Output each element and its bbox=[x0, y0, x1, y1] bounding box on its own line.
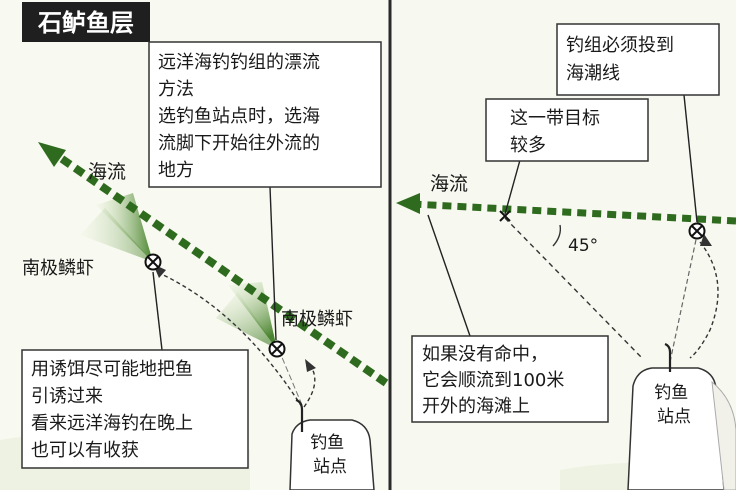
right-callout-top-text: 钓组必须投到 海潮线 bbox=[566, 35, 680, 84]
left-current-label: 海流 bbox=[88, 161, 126, 183]
right-callout-bottom-text: 如果没有命中， 它会顺流到100米 开外的海滩上 bbox=[422, 344, 570, 417]
right-callout-bottom-box bbox=[411, 335, 609, 423]
right-callout-bottom-line-2: 它会顺流到100米 bbox=[422, 370, 564, 391]
left-spot-line-1: 钓鱼 bbox=[310, 433, 344, 453]
right-callout-bottom-line-1: 如果没有命中， bbox=[422, 344, 548, 365]
left-current-arrowhead bbox=[38, 142, 66, 167]
left-fan-shade-1 bbox=[96, 193, 153, 262]
right-current-line bbox=[411, 200, 736, 225]
left-bait-marker-1 bbox=[144, 253, 162, 271]
left-cast-arrow-2 bbox=[305, 359, 316, 372]
left-line-to-bait bbox=[280, 354, 303, 406]
left-leader-top bbox=[269, 186, 277, 341]
right-target-x-icon bbox=[499, 210, 511, 222]
diagram-title: 石鲈鱼层 bbox=[37, 9, 134, 37]
left-callout-bottom-line-1: 用诱饵尽可能地把鱼 bbox=[31, 359, 193, 380]
left-rod-icon bbox=[295, 398, 304, 432]
right-leader-target bbox=[504, 159, 521, 215]
right-bait-marker bbox=[688, 222, 706, 240]
left-callout-bottom-line-2: 引诱过来 bbox=[31, 386, 103, 407]
right-angle-label: 45° bbox=[568, 236, 598, 256]
left-callout-top-line-3: 选钓鱼站点时，选海 bbox=[158, 106, 320, 127]
right-spot-line-2: 站点 bbox=[657, 407, 691, 427]
right-callout-top-box bbox=[556, 23, 720, 96]
right-angle-line bbox=[504, 217, 643, 359]
right-leader-bottom bbox=[427, 214, 471, 337]
right-callout-target-line-1: 这一带目标 bbox=[510, 108, 600, 129]
svg-text:钓鱼 站点: 钓鱼 站点 bbox=[310, 433, 349, 477]
right-callout-target-text: 这一带目标 较多 bbox=[510, 108, 606, 156]
left-callout-bottom-line-3: 看来远洋海钓在晚上 bbox=[31, 413, 193, 434]
right-callout-target-box bbox=[485, 98, 649, 162]
right-current-arrowhead bbox=[396, 193, 420, 214]
left-fishing-spot: 钓鱼 站点 bbox=[289, 398, 375, 490]
right-callout-top-line-1: 钓组必须投到 bbox=[566, 35, 674, 56]
left-callout-top-line-5: 地方 bbox=[158, 160, 194, 181]
left-leader-bottom bbox=[152, 271, 163, 351]
left-callout-top-box bbox=[148, 41, 382, 188]
right-cast-line-1 bbox=[669, 234, 698, 363]
right-leader-top bbox=[683, 94, 698, 223]
left-callout-top-line-4: 流脚下开始往外流的 bbox=[158, 133, 320, 154]
left-callout-top-line-2: 方法 bbox=[158, 79, 194, 100]
title-box bbox=[22, 2, 150, 42]
left-fan-shade-2b bbox=[216, 292, 277, 349]
left-callout-bottom-box bbox=[21, 349, 249, 469]
left-callout-top-line-1: 远洋海钓钓组的漂流 bbox=[158, 52, 320, 73]
right-angle-arc bbox=[552, 224, 562, 247]
left-spot-line-2: 站点 bbox=[313, 457, 347, 477]
left-krill-label-2: 南极鳞虾 bbox=[281, 309, 353, 330]
left-fan-shade-1b bbox=[80, 208, 153, 262]
right-cast-line-2 bbox=[689, 241, 719, 359]
left-callout-bottom-line-4: 也可以有收获 bbox=[31, 440, 139, 461]
left-current-line bbox=[49, 148, 389, 387]
right-callout-top-line-2: 海潮线 bbox=[566, 63, 620, 84]
right-callout-bottom-line-3: 开外的海滩上 bbox=[422, 396, 530, 417]
right-rod-icon bbox=[664, 342, 672, 372]
left-cast-line-1 bbox=[156, 271, 303, 408]
right-spot-line-1: 钓鱼 bbox=[654, 383, 688, 403]
right-current-label: 海流 bbox=[430, 173, 468, 195]
left-callout-top-text: 远洋海钓钓组的漂流 方法 选钓鱼站点时，选海 流脚下开始往外流的 地方 bbox=[158, 52, 326, 181]
left-callout-bottom-text: 用诱饵尽可能地把鱼 引诱过来 看来远洋海钓在晚上 也可以有收获 bbox=[31, 359, 199, 461]
right-callout-target-line-2: 较多 bbox=[510, 135, 546, 156]
right-fishing-spot: 钓鱼 站点 bbox=[627, 342, 736, 490]
svg-text:钓鱼 站点: 钓鱼 站点 bbox=[654, 383, 693, 427]
left-bait-marker-2 bbox=[268, 340, 286, 358]
left-krill-label-1: 南极鳞虾 bbox=[22, 258, 94, 279]
